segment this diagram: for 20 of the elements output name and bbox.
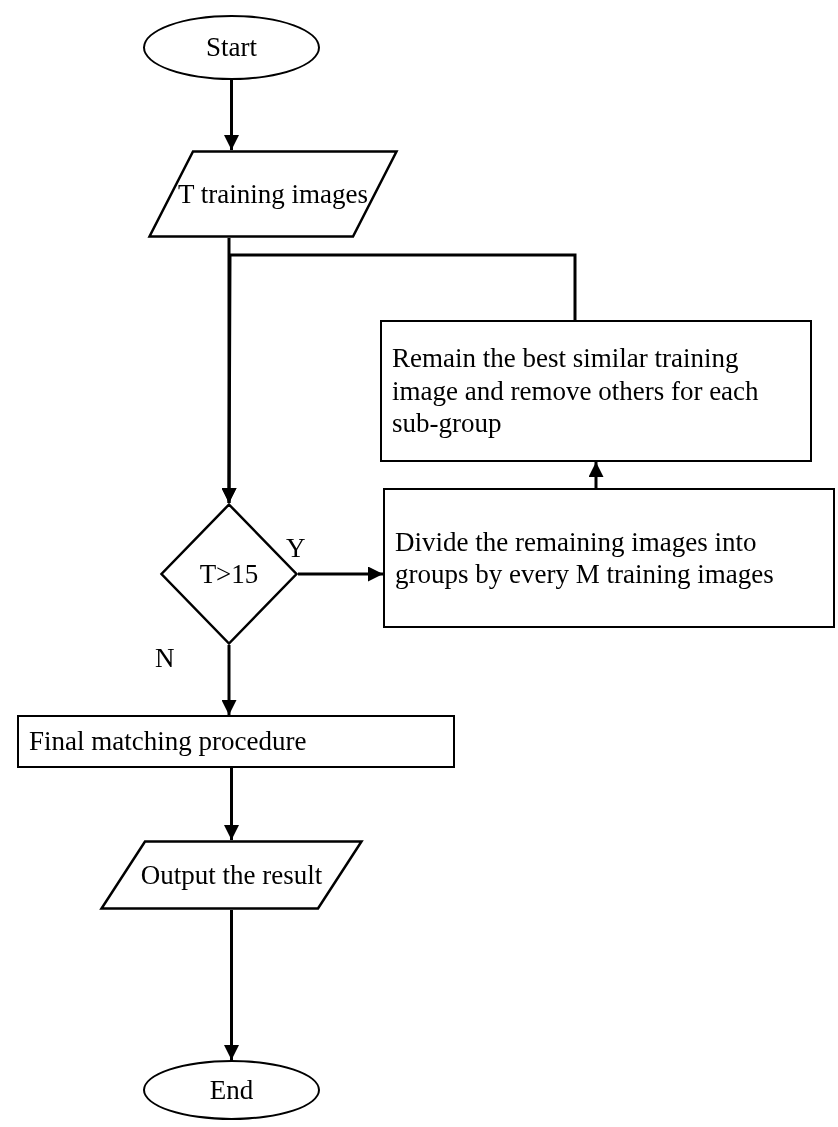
node-text: Divide the remaining images into groups by every M training images (395, 525, 775, 591)
arrow (224, 910, 239, 1060)
process-box (17, 715, 455, 768)
arrow (221, 645, 237, 715)
node-text: End (209, 1073, 254, 1107)
arrow (588, 462, 604, 488)
node-text: Start (206, 31, 257, 64)
node-text: Output the result (140, 858, 323, 892)
process-box (383, 488, 835, 628)
arrow (224, 768, 239, 840)
arrow (224, 80, 239, 150)
arrow (298, 566, 383, 582)
input-output-parallelogram (148, 150, 398, 238)
node-text: T>15 (199, 557, 259, 591)
input-output-parallelogram (100, 840, 363, 910)
node-text: Final matching procedure (29, 725, 307, 758)
node-text: T training images (178, 177, 368, 211)
process-box (380, 320, 812, 462)
arrow (221, 253, 577, 503)
node-text: Remain the best similar training image and remove others for each sub-group (392, 342, 760, 440)
